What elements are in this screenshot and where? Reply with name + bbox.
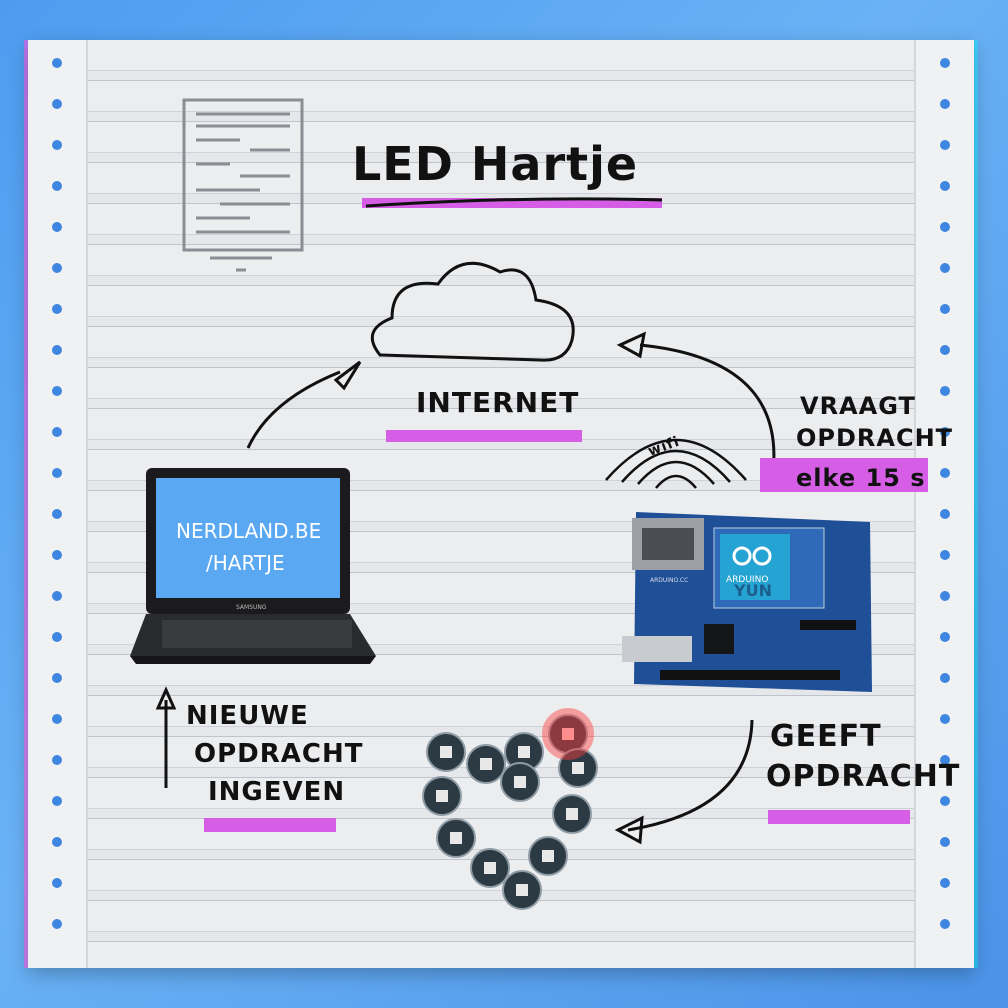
- board-logo-text-1: ARDUINO: [726, 575, 768, 585]
- arduino-board-image: ARDUINO YUN ARDUINO.CC: [622, 512, 872, 692]
- board-logo-text-2: YUN: [733, 581, 772, 600]
- note-input-line1: NIEUWE: [186, 701, 309, 731]
- led-chip: [566, 808, 578, 820]
- led-chip: [480, 758, 492, 770]
- laptop-brand: SAMSUNG: [236, 604, 267, 611]
- note-request-line3: elke 15 s: [796, 464, 926, 492]
- note-input-highlight: [204, 818, 336, 832]
- perforation-hole: [940, 427, 950, 437]
- laptop-image: NERDLAND.BE /HARTJE SAMSUNG: [130, 468, 376, 664]
- perforation-hole: [940, 591, 950, 601]
- perforation-hole: [940, 673, 950, 683]
- perforation-hole: [940, 878, 950, 888]
- notebook-paper: [28, 40, 974, 968]
- led-chip: [516, 884, 528, 896]
- laptop-screen: [156, 478, 340, 598]
- title-highlight: [362, 198, 662, 208]
- cloud-label: INTERNET: [416, 386, 579, 419]
- perforation-hole: [52, 714, 62, 724]
- perforation-hole: [52, 509, 62, 519]
- arrow-laptop-to-internet: [246, 370, 341, 449]
- laptop-screen-line2: /HARTJE: [206, 551, 285, 575]
- led-chip: [440, 746, 452, 758]
- cloud-label-highlight: [386, 430, 582, 442]
- arrowhead-icon: [333, 360, 362, 391]
- perforation-hole: [52, 632, 62, 642]
- perforation-hole: [940, 304, 950, 314]
- perforation-hole: [52, 878, 62, 888]
- perforation-hole: [940, 181, 950, 191]
- note-give-highlight: [768, 810, 910, 824]
- page-title: LED Hartje: [352, 137, 638, 191]
- perforation-hole: [52, 140, 62, 150]
- led-chip: [436, 790, 448, 802]
- title-underline: [365, 197, 663, 208]
- led-chip: [450, 832, 462, 844]
- perforation-hole: [52, 386, 62, 396]
- perforation-hole: [52, 345, 62, 355]
- perforation-hole: [52, 919, 62, 929]
- note-request-highlight: [760, 458, 928, 492]
- perforation-hole: [940, 714, 950, 724]
- perforation-hole: [940, 919, 950, 929]
- arrow-board-to-internet: [639, 343, 776, 481]
- perforation-hole: [52, 550, 62, 560]
- perforation-hole: [940, 222, 950, 232]
- perforation-strip-right: [914, 40, 974, 968]
- note-give-line1: GEEFT: [770, 719, 882, 754]
- led-chip: [562, 728, 574, 740]
- perforation-hole: [52, 796, 62, 806]
- wifi-icon: [605, 438, 747, 489]
- cloud-icon: [370, 262, 575, 362]
- laptop-screen-line1: NERDLAND.BE: [176, 519, 321, 543]
- led-chip: [514, 776, 526, 788]
- perforation-hole: [940, 99, 950, 109]
- perforation-hole: [52, 181, 62, 191]
- wifi-label: wifi: [646, 434, 682, 460]
- perforation-hole: [52, 58, 62, 68]
- note-request-line1: VRAAGT: [800, 392, 916, 420]
- perforation-strip-left: [28, 40, 88, 968]
- qr-sketch-icon: [182, 98, 304, 272]
- perforation-hole: [940, 345, 950, 355]
- perforation-hole: [940, 140, 950, 150]
- perforation-hole: [940, 509, 950, 519]
- perforation-hole: [52, 837, 62, 847]
- note-input-line3: INGEVEN: [208, 777, 345, 807]
- led-chip: [484, 862, 496, 874]
- perforation-hole: [940, 796, 950, 806]
- note-give-line2: OPDRACHT: [766, 759, 960, 794]
- arrowhead-icon: [155, 686, 177, 710]
- perforation-hole: [940, 550, 950, 560]
- led-chip: [542, 850, 554, 862]
- perforation-hole: [52, 673, 62, 683]
- perforation-hole: [52, 755, 62, 765]
- led-glow: [542, 708, 594, 760]
- note-request-line2: OPDRACHT: [796, 424, 953, 452]
- perforation-hole: [940, 755, 950, 765]
- perforation-hole: [940, 837, 950, 847]
- perforation-hole: [940, 58, 950, 68]
- perforation-hole: [940, 632, 950, 642]
- perforation-hole: [52, 304, 62, 314]
- board-small-label: ARDUINO.CC: [650, 577, 688, 584]
- perforation-hole: [52, 468, 62, 478]
- perforation-hole: [940, 468, 950, 478]
- perforation-hole: [940, 263, 950, 273]
- note-input-line2: OPDRACHT: [194, 739, 363, 769]
- arrowhead-icon: [616, 331, 646, 359]
- led-heart-image: [422, 708, 598, 910]
- perforation-hole: [52, 427, 62, 437]
- led-chip: [518, 746, 530, 758]
- arrowhead-icon: [614, 815, 644, 845]
- perforation-hole: [940, 386, 950, 396]
- perforation-hole: [52, 591, 62, 601]
- led-chip: [572, 762, 584, 774]
- perforation-hole: [52, 222, 62, 232]
- perforation-hole: [52, 263, 62, 273]
- perforation-hole: [52, 99, 62, 109]
- arrow-board-to-heart: [627, 719, 754, 832]
